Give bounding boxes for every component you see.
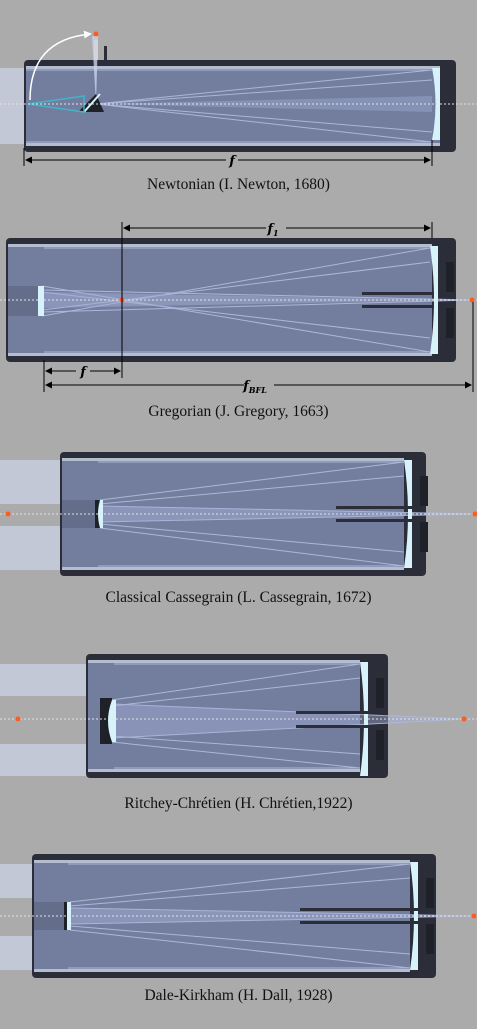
incoming-light-top	[0, 460, 62, 504]
incoming-light-bottom	[0, 526, 62, 570]
caption-dale-kirkham: Dale-Kirkham (H. Dall, 1928)	[0, 987, 477, 1005]
caption-newtonian: Newtonian (I. Newton, 1680)	[0, 176, 477, 194]
incoming-light-bottom	[0, 936, 36, 970]
focuser	[104, 46, 107, 60]
incoming-light-top	[0, 864, 36, 898]
incoming-light	[0, 68, 26, 144]
prime-focus-point	[6, 512, 11, 517]
focus-point	[94, 32, 99, 37]
final-focus-point	[473, 512, 477, 517]
caption-ritchey-chretien: Ritchey-Chrétien (H. Chrétien,1922)	[0, 795, 477, 813]
dale-kirkham-diagram	[0, 854, 477, 978]
secondary-mirror	[38, 286, 44, 316]
eyepiece-tube	[94, 40, 98, 60]
final-focus-point	[462, 717, 467, 722]
gregorian-diagram	[0, 220, 477, 393]
prime-focus-point	[16, 717, 21, 722]
final-focus-point	[470, 298, 475, 303]
ritchey-chretien-diagram	[0, 654, 477, 778]
incoming-light-top	[0, 664, 88, 696]
caption-classical-cassegrain: Classical Cassegrain (L. Cassegrain, 167…	[0, 589, 477, 607]
newtonian-diagram	[0, 32, 477, 168]
incoming-light-bottom	[0, 744, 88, 776]
classical-cassegrain-diagram	[0, 452, 477, 576]
caption-gregorian: Gregorian (J. Gregory, 1663)	[0, 403, 477, 421]
final-focus-point	[472, 914, 477, 919]
